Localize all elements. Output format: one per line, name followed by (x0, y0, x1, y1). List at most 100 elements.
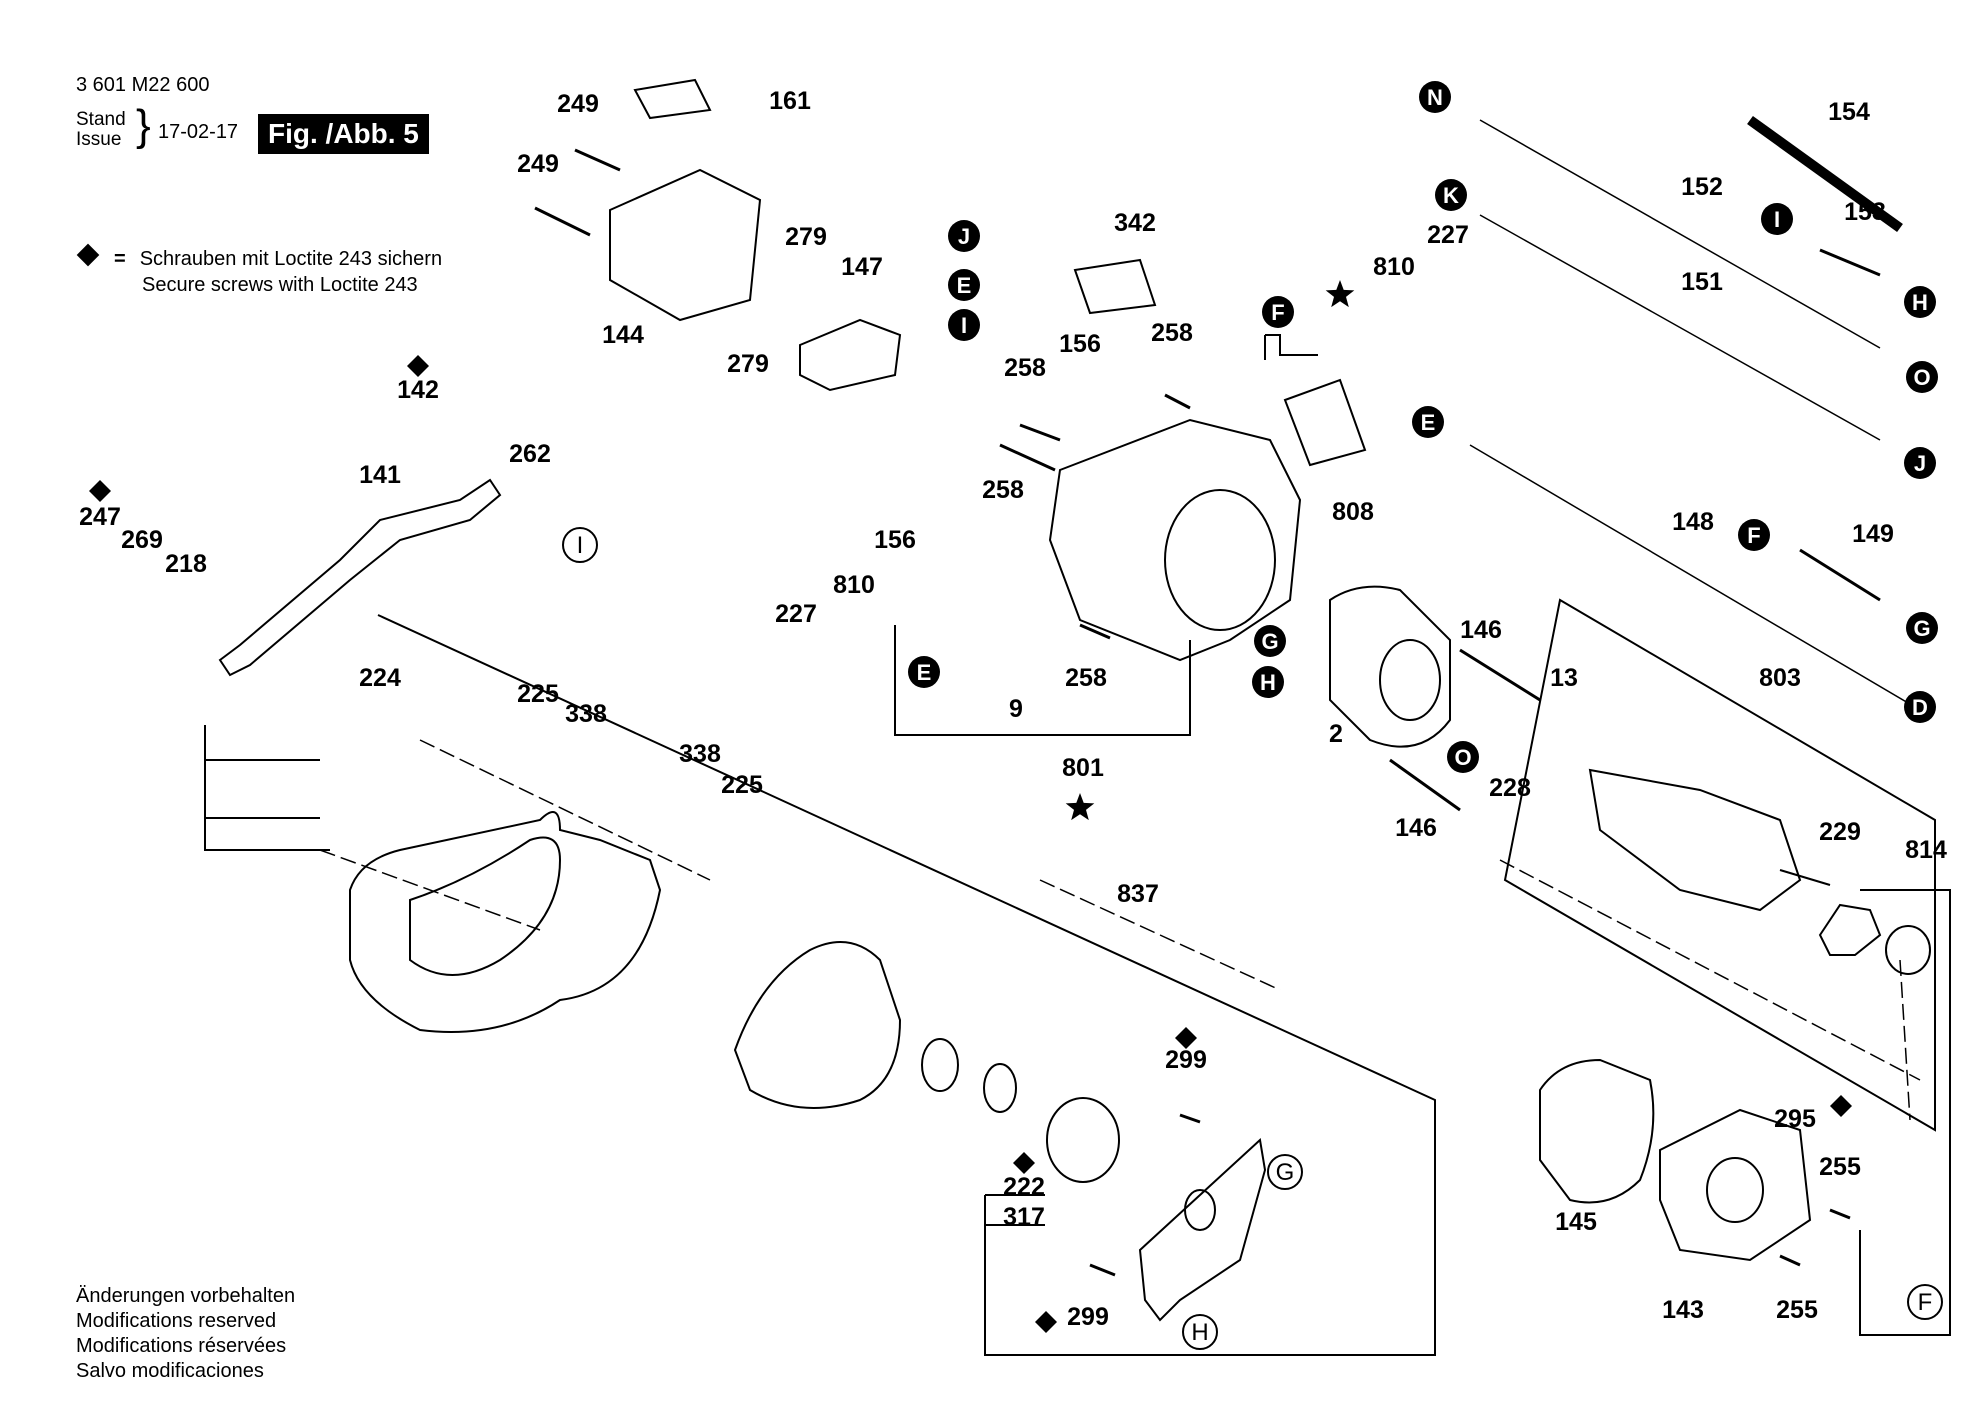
bracket-fw (1265, 334, 1318, 356)
connector-H-icon: H (1252, 666, 1284, 698)
part-label-13: 13 (1550, 664, 1578, 692)
part-label-145: 145 (1555, 1208, 1597, 1236)
part-label-338: 338 (679, 740, 721, 768)
connector-O-label: O (1913, 365, 1930, 390)
motor-housing-drawing (1048, 418, 1302, 662)
part-label-810: 810 (1373, 253, 1415, 281)
part-label-227: 227 (775, 600, 817, 628)
legend-line-de: Schrauben mit Loctite 243 sichern (139, 248, 443, 270)
part-label-338: 338 (565, 700, 607, 728)
bracket-222-317 (985, 1194, 1045, 1226)
part-label-147: 147 (841, 253, 883, 281)
switch-drawing (799, 318, 902, 392)
connector-O-icon: O (1906, 361, 1938, 393)
part-label-2: 2 (1329, 720, 1343, 748)
part-label-810: 810 (833, 571, 875, 599)
loctite-legend: =Schrauben mit Loctite 243 sichern Secur… (76, 243, 443, 298)
bracket-342 (1073, 258, 1157, 315)
brush-cover-drawing (609, 168, 762, 322)
part-number: 3 601 M22 600 (76, 74, 210, 96)
part-label-153: 153 (1844, 198, 1886, 226)
part-label-247: 247 (79, 503, 121, 531)
connector-K-label: K (1443, 183, 1459, 208)
connector-H-label: H (1260, 670, 1276, 695)
part-label-803: 803 (1759, 664, 1801, 692)
connector-O-icon: O (1447, 741, 1479, 773)
part-label-249: 249 (557, 90, 599, 118)
part-label-808: 808 (1332, 498, 1374, 526)
part-label-299: 299 (1165, 1046, 1207, 1074)
part-label-258: 258 (1065, 664, 1107, 692)
connector-E-label: E (917, 660, 932, 685)
part-label-262: 262 (509, 440, 551, 468)
part-label-218: 218 (165, 550, 207, 578)
screw-255-a (1829, 1208, 1851, 1220)
modifications-notice: Änderungen vorbehalten Modifications res… (76, 1284, 295, 1384)
motor-housing-bore (1164, 489, 1276, 631)
star-icon (1065, 793, 1095, 821)
part-label-279: 279 (785, 223, 827, 251)
upper-blade-guard-drawing (349, 811, 662, 1033)
part-label-814: 814 (1905, 836, 1947, 864)
part-label-154: 154 (1828, 98, 1870, 126)
cable-153 (1819, 248, 1881, 277)
connector-N-label: N (1427, 85, 1443, 110)
connector-J-label: J (958, 224, 970, 249)
part-label-143: 143 (1662, 1296, 1704, 1324)
outlined-connector-F-icon: F (1907, 1284, 1943, 1320)
outlined-connector-H-icon: H (1182, 1314, 1218, 1350)
part-label-9: 9 (1009, 695, 1023, 723)
outlined-connector-G-label: G (1276, 1159, 1295, 1186)
part-label-227: 227 (1427, 221, 1469, 249)
bolt-146-b (1389, 758, 1461, 812)
connector-F-icon: F (1262, 296, 1294, 328)
loctite-diamond-icon (89, 480, 111, 502)
end-shield-drawing (1659, 1108, 1812, 1262)
upper-blade-guard-inner (409, 836, 562, 976)
part-label-161: 161 (769, 87, 811, 115)
footer-line-es: Salvo modificaciones (76, 1360, 264, 1382)
part-label-149: 149 (1852, 520, 1894, 548)
part-label-801: 801 (1062, 754, 1104, 782)
part-label-225: 225 (517, 680, 559, 708)
footer-line-en: Modifications reserved (76, 1310, 277, 1332)
bracket-161 (633, 78, 712, 120)
connector-F-label: F (1747, 523, 1760, 548)
bracket-803 (1503, 598, 1936, 1132)
part-label-258: 258 (1151, 319, 1193, 347)
screw-258-b (999, 443, 1056, 472)
part-label-141: 141 (359, 461, 401, 489)
stand-label: Stand (76, 109, 126, 130)
field-coil-bore (1379, 639, 1441, 721)
connector-I-label: I (1774, 207, 1780, 232)
bracket-837 (377, 614, 1436, 1356)
bracket-801 (894, 625, 1191, 736)
rod-154 (1747, 115, 1903, 233)
bearing-814 (1885, 925, 1931, 975)
connector-G-label: G (1913, 616, 1930, 641)
stand-issue-labels: Stand Issue (76, 110, 126, 150)
issue-label: Issue (76, 129, 122, 150)
loctite-diamond-icon (1830, 1095, 1852, 1117)
connector-G-icon: G (1254, 625, 1286, 657)
cable-152 (1479, 119, 1881, 349)
part-label-229: 229 (1819, 818, 1861, 846)
connector-E-icon: E (948, 269, 980, 301)
armature-shaft (1779, 869, 1831, 886)
connector-J-label: J (1914, 451, 1926, 476)
part-label-269: 269 (121, 526, 163, 554)
part-label-152: 152 (1681, 173, 1723, 201)
figure-label: Fig. /Abb. 5 (258, 114, 429, 154)
bracket-814 (1859, 889, 1951, 1336)
outlined-connector-H-label: H (1191, 1319, 1208, 1346)
footer-line-fr: Modifications réservées (76, 1335, 287, 1357)
part-label-225: 225 (721, 771, 763, 799)
connector-E-icon: E (1412, 406, 1444, 438)
connector-E-icon: E (908, 656, 940, 688)
outlined-connector-I-icon: I (562, 527, 598, 563)
connector-J-icon: J (1904, 447, 1936, 479)
outlined-connector-I-label: I (577, 532, 584, 559)
bracket-808 (1283, 378, 1367, 467)
part-label-255: 255 (1819, 1153, 1861, 1181)
part-label-258: 258 (982, 476, 1024, 504)
